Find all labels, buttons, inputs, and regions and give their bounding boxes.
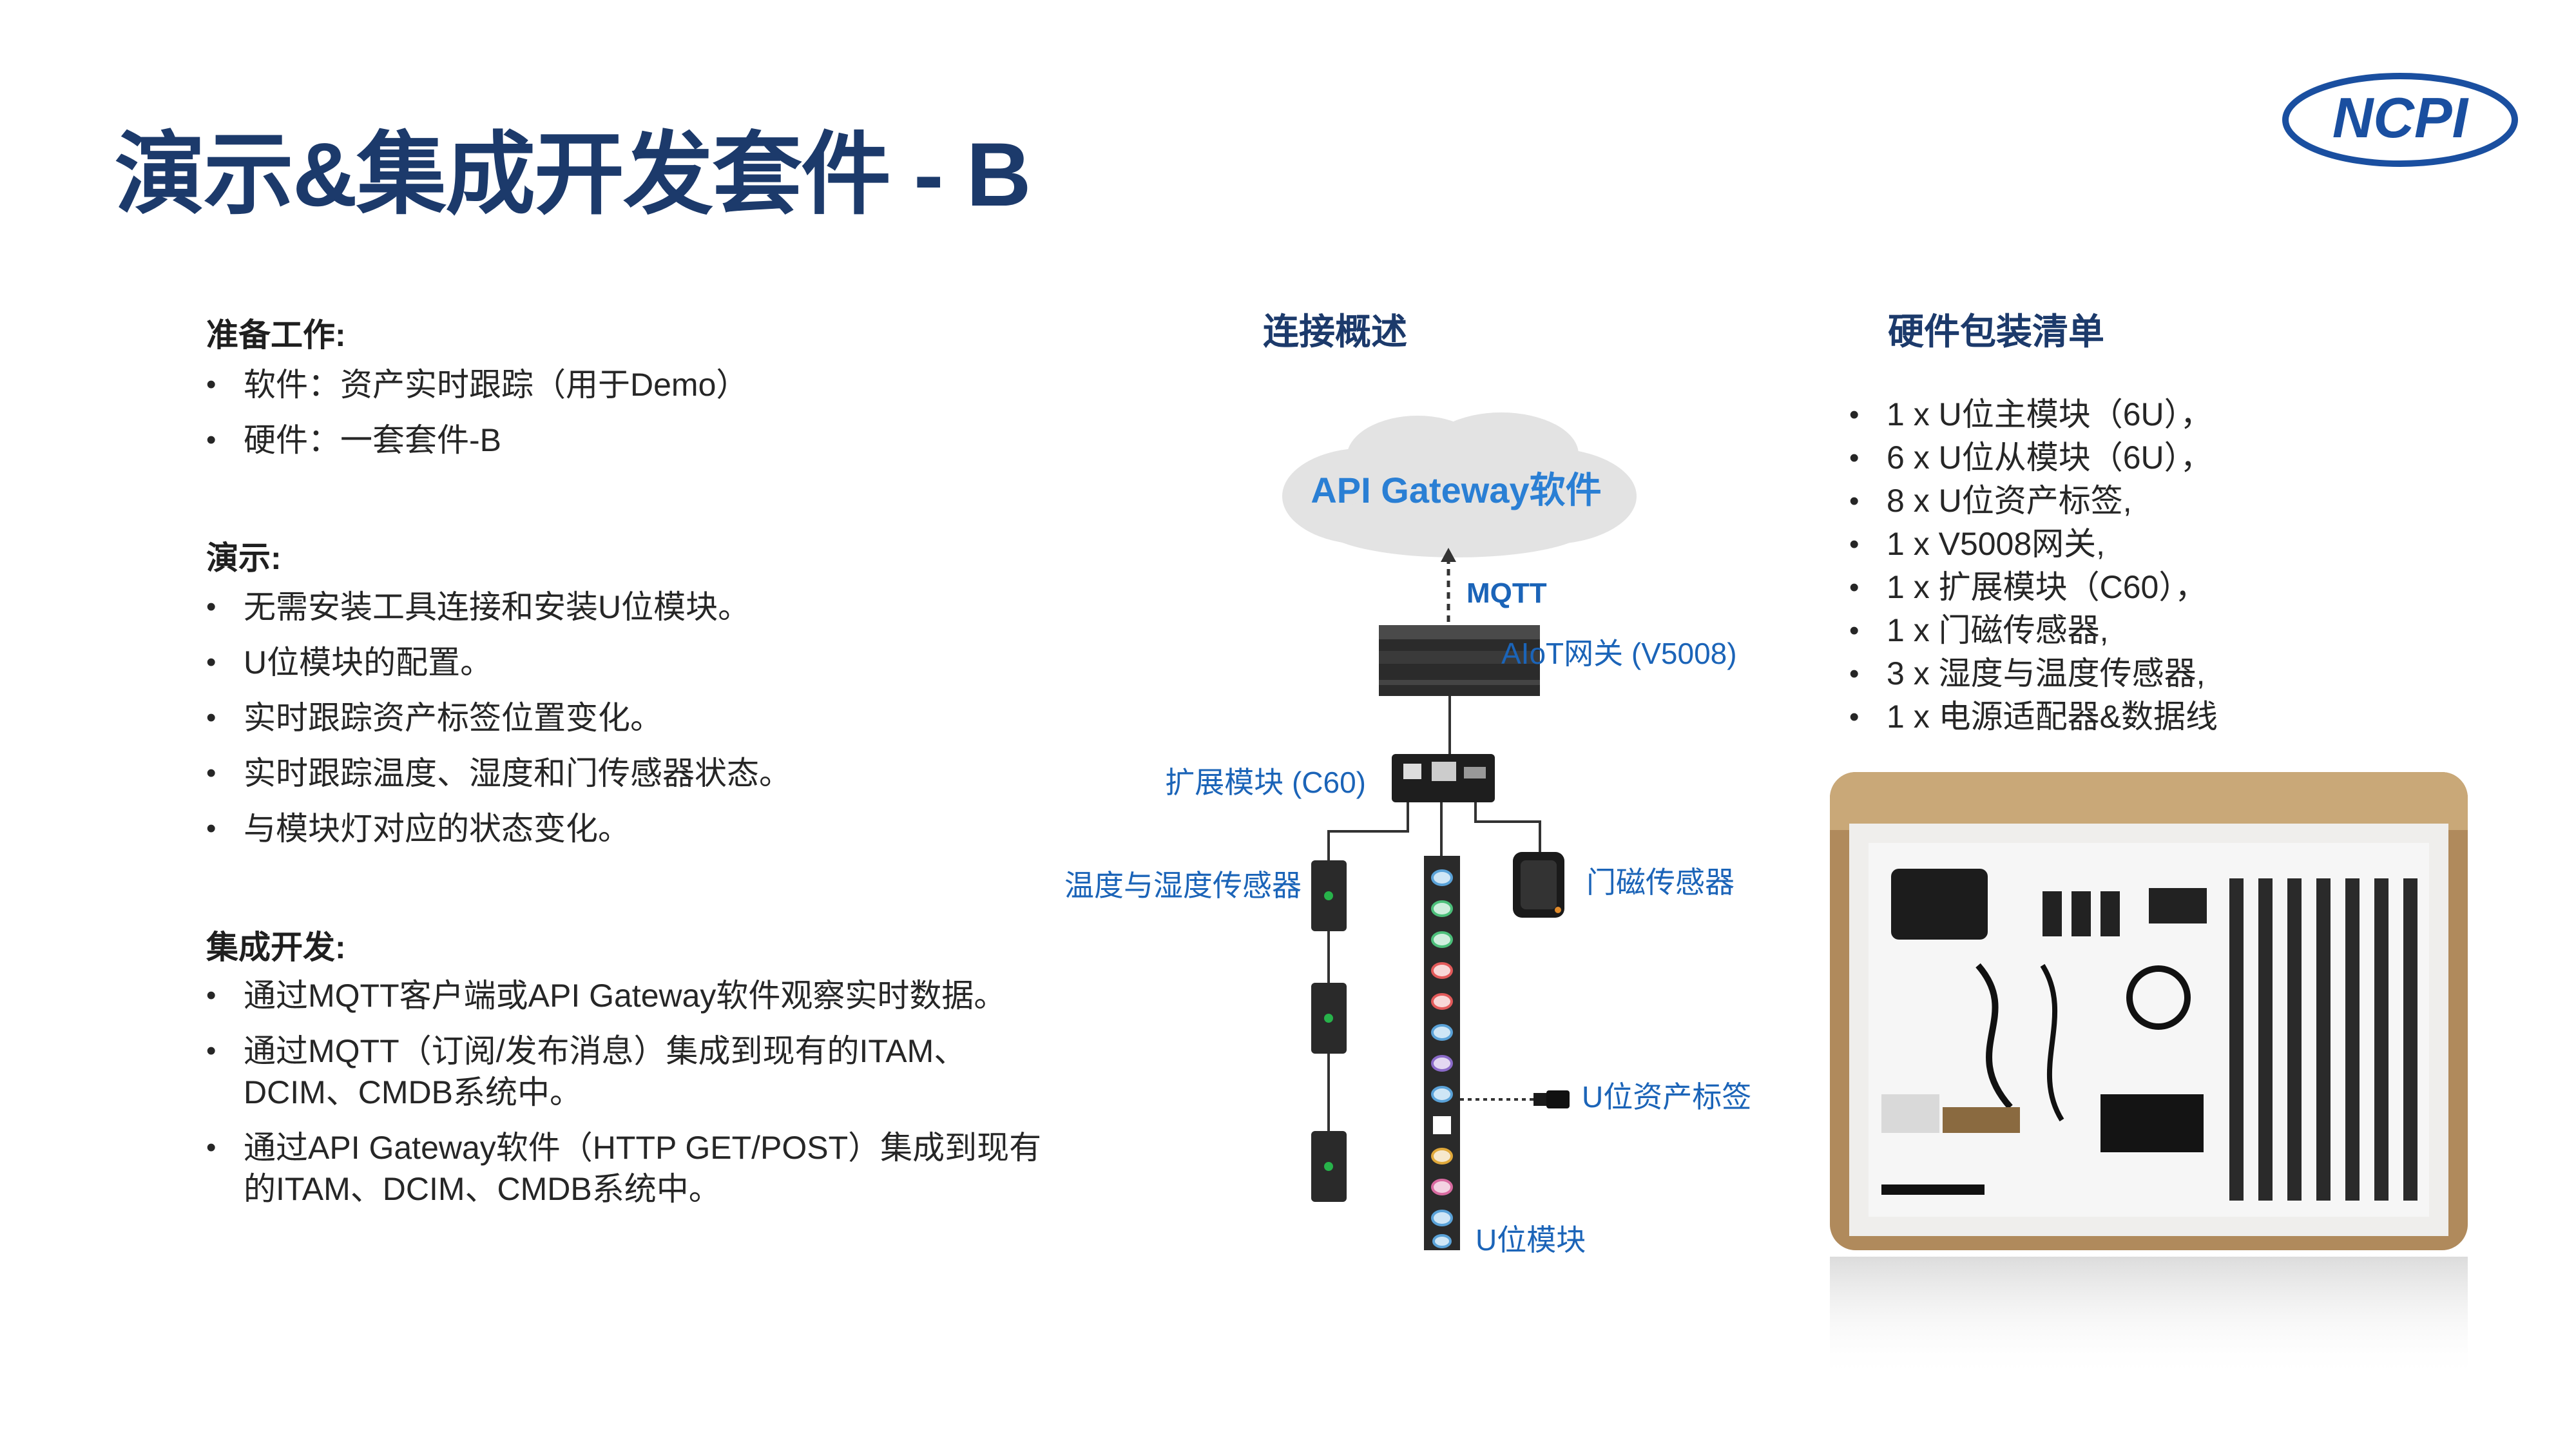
prep-list: 软件：资产实时跟踪（用于Demo） 硬件：一套套件-B xyxy=(206,364,1095,475)
demo-heading: 演示: xyxy=(206,540,282,576)
list-item: 软件：资产实时跟踪（用于Demo） xyxy=(206,364,1095,405)
u-module-strip-icon xyxy=(1424,856,1460,1250)
photo-reflection xyxy=(1830,1257,2468,1379)
list-item: 实时跟踪温度、湿度和门传感器状态。 xyxy=(206,753,1095,794)
list-item: 实时跟踪资产标签位置变化。 xyxy=(206,697,1095,739)
cloud-label: API Gateway软件 xyxy=(1311,470,1601,510)
cable-line xyxy=(1327,802,1409,860)
list-item: 1 x U位主模块（6U）， xyxy=(1849,393,2494,436)
expansion-module-icon xyxy=(1392,754,1495,802)
list-item: 8 x U位资产标签, xyxy=(1849,479,2494,523)
demo-list: 无需安装工具连接和安装U位模块。 U位模块的配置。 实时跟踪资产标签位置变化。 … xyxy=(206,586,1095,864)
asset-tag-icon xyxy=(1460,1090,1570,1108)
arrow-head-icon xyxy=(1441,548,1456,562)
u-module-label: U位模块 xyxy=(1475,1223,1586,1257)
gateway-label: AIoT网关 (V5008) xyxy=(1501,637,1737,670)
list-item: 硬件：一套套件-B xyxy=(206,420,1095,461)
gateway-device-icon xyxy=(1379,625,1540,696)
mqtt-label: MQTT xyxy=(1466,577,1547,609)
hardware-kit-photo xyxy=(1830,772,2468,1250)
expansion-label: 扩展模块 (C60) xyxy=(1165,766,1366,799)
page-title: 演示&集成开发套件 - B xyxy=(115,124,1032,225)
list-item: 1 x V5008网关, xyxy=(1849,523,2494,566)
list-item: 无需安装工具连接和安装U位模块。 xyxy=(206,586,1095,628)
list-item: 通过API Gateway软件（HTTP GET/POST）集成到现有的ITAM… xyxy=(206,1127,1044,1210)
list-item: 与模块灯对应的状态变化。 xyxy=(206,808,1095,849)
cloud-icon xyxy=(1282,412,1637,557)
th-sensor-label: 温度与湿度传感器 xyxy=(1064,869,1302,902)
door-sensor-icon xyxy=(1513,852,1564,918)
list-item: 通过MQTT客户端或API Gateway软件观察实时数据。 xyxy=(206,975,1044,1016)
asset-tag-label: U位资产标签 xyxy=(1582,1080,1751,1114)
door-sensor-label: 门磁传感器 xyxy=(1586,865,1735,899)
connection-heading: 连接概述 xyxy=(1263,311,1407,352)
list-item: U位模块的配置。 xyxy=(206,642,1095,683)
hardware-list: 1 x U位主模块（6U）， 6 x U位从模块（6U）， 8 x U位资产标签… xyxy=(1849,393,2494,739)
list-item: 1 x 电源适配器&数据线 xyxy=(1849,695,2494,739)
list-item: 1 x 扩展模块（C60）， xyxy=(1849,566,2494,609)
prep-heading: 准备工作: xyxy=(206,317,346,353)
th-sensor-icon xyxy=(1311,860,1347,1202)
logo-text: NCPI xyxy=(2332,86,2469,150)
list-item: 3 x 湿度与温度传感器, xyxy=(1849,652,2494,695)
integration-heading: 集成开发: xyxy=(206,929,346,965)
list-item: 1 x 门磁传感器, xyxy=(1849,609,2494,652)
integration-list: 通过MQTT客户端或API Gateway软件观察实时数据。 通过MQTT（订阅… xyxy=(206,975,1044,1224)
cable-line xyxy=(1474,802,1541,854)
ncpi-logo: NCPI xyxy=(2282,73,2518,167)
list-item: 6 x U位从模块（6U）， xyxy=(1849,436,2494,479)
hardware-heading: 硬件包装清单 xyxy=(1888,311,2104,352)
list-item: 通过MQTT（订阅/发布消息）集成到现有的ITAM、DCIM、CMDB系统中。 xyxy=(206,1030,1044,1113)
connection-diagram: API Gateway软件 MQTT AIoT网关 (V5008) 扩展模块 (… xyxy=(1064,412,1751,1257)
